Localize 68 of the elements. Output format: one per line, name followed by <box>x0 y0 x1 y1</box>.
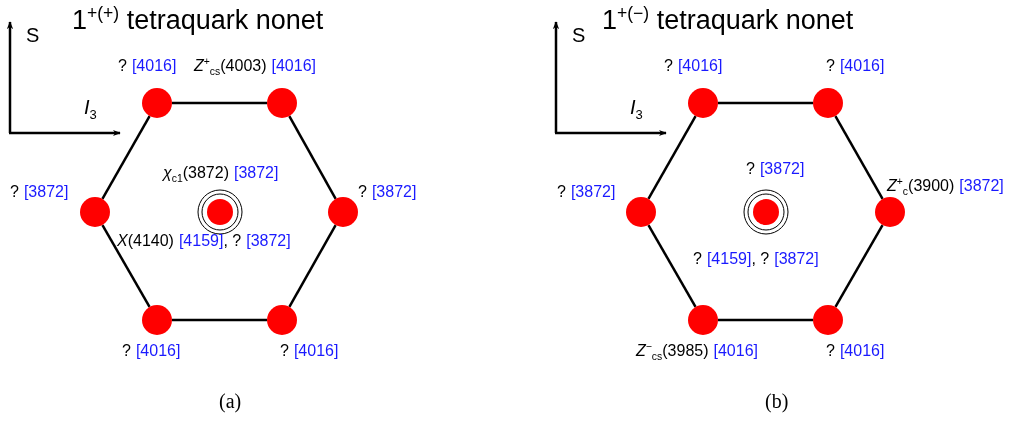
state-label: , ? <box>751 250 770 267</box>
mass-prediction: [3872] <box>233 164 279 181</box>
mass-prediction: [4016] <box>271 57 316 74</box>
concentric-circles-dot <box>743 189 789 235</box>
axis-label: S <box>572 24 586 46</box>
hexagon-edge <box>647 115 697 200</box>
weight-dot <box>813 305 843 335</box>
hexagon-edge <box>172 318 267 322</box>
hexagon-edge <box>288 115 337 200</box>
state-label: Z$^{−}$$_{cs}$(3985) <box>636 342 709 359</box>
hexagon-edge <box>834 224 884 308</box>
state-label: ? <box>358 183 367 200</box>
weight-dot <box>80 197 110 227</box>
concentric-circles-dot <box>197 189 243 235</box>
mass-prediction: [3872] <box>570 183 616 200</box>
state-label: Z$^{+}$$_{c}$(3900) <box>887 177 955 194</box>
hexagon-edge <box>718 318 813 322</box>
hexagon-edge <box>718 101 813 105</box>
weight-dot <box>688 88 718 118</box>
axis-label: I$_{3}$ <box>630 96 643 118</box>
mass-prediction: [4016] <box>839 342 885 359</box>
weight-dot <box>813 88 843 118</box>
state-label: ? <box>746 160 755 177</box>
mass-prediction: [3872] <box>23 183 69 200</box>
state-label: X(4140) <box>117 232 174 249</box>
hexagon-edge <box>647 224 697 308</box>
weight-dot <box>267 88 297 118</box>
panel-title: 1$^{+(+)}$ tetraquark nonet <box>72 5 324 35</box>
mass-prediction: [3872] <box>246 232 291 249</box>
mass-prediction: [4159] <box>706 250 752 267</box>
mass-prediction: [4016] <box>839 57 885 74</box>
mass-prediction: [3872] <box>774 250 819 267</box>
mass-prediction: [4016] <box>713 342 758 359</box>
state-label: ? <box>693 250 702 267</box>
state-label: , ? <box>223 232 242 249</box>
state-label: ? <box>122 342 131 359</box>
weight-dot <box>328 197 358 227</box>
state-label: ? <box>10 183 19 200</box>
weight-dot <box>267 305 297 335</box>
weight-dot <box>142 88 172 118</box>
axis-label: I$_{3}$ <box>84 96 97 118</box>
state-label: ? <box>826 57 835 74</box>
state-label: ? <box>664 57 673 74</box>
mass-prediction: [4159] <box>178 232 224 249</box>
weight-dot <box>688 305 718 335</box>
panel-title: 1$^{+(−)}$ tetraquark nonet <box>602 5 854 35</box>
hexagon-edge <box>288 224 337 308</box>
hexagon-edge <box>172 101 267 105</box>
axis-label: S <box>26 24 40 46</box>
mass-prediction: [3872] <box>959 177 1004 194</box>
hexagon-edge <box>101 224 151 308</box>
state-label: ? <box>118 57 127 74</box>
mass-prediction: [4016] <box>135 342 181 359</box>
state-label: ? <box>826 342 835 359</box>
weight-dot <box>142 305 172 335</box>
mass-prediction: [3872] <box>371 183 417 200</box>
mass-prediction: [3872] <box>759 160 805 177</box>
weight-dot <box>875 197 905 227</box>
state-label: ? <box>557 183 566 200</box>
mass-prediction: [4016] <box>293 342 339 359</box>
hexagon-edge <box>834 115 884 200</box>
mass-prediction: [4016] <box>131 57 177 74</box>
state-label: Z$^{+}$$_{cs}$(4003) <box>194 57 267 74</box>
state-label: ? <box>280 342 289 359</box>
hexagon-edge <box>101 115 151 200</box>
mass-prediction: [4016] <box>677 57 723 74</box>
state-label: χ$_{c1}$(3872) <box>163 164 229 181</box>
weight-dot <box>626 197 656 227</box>
